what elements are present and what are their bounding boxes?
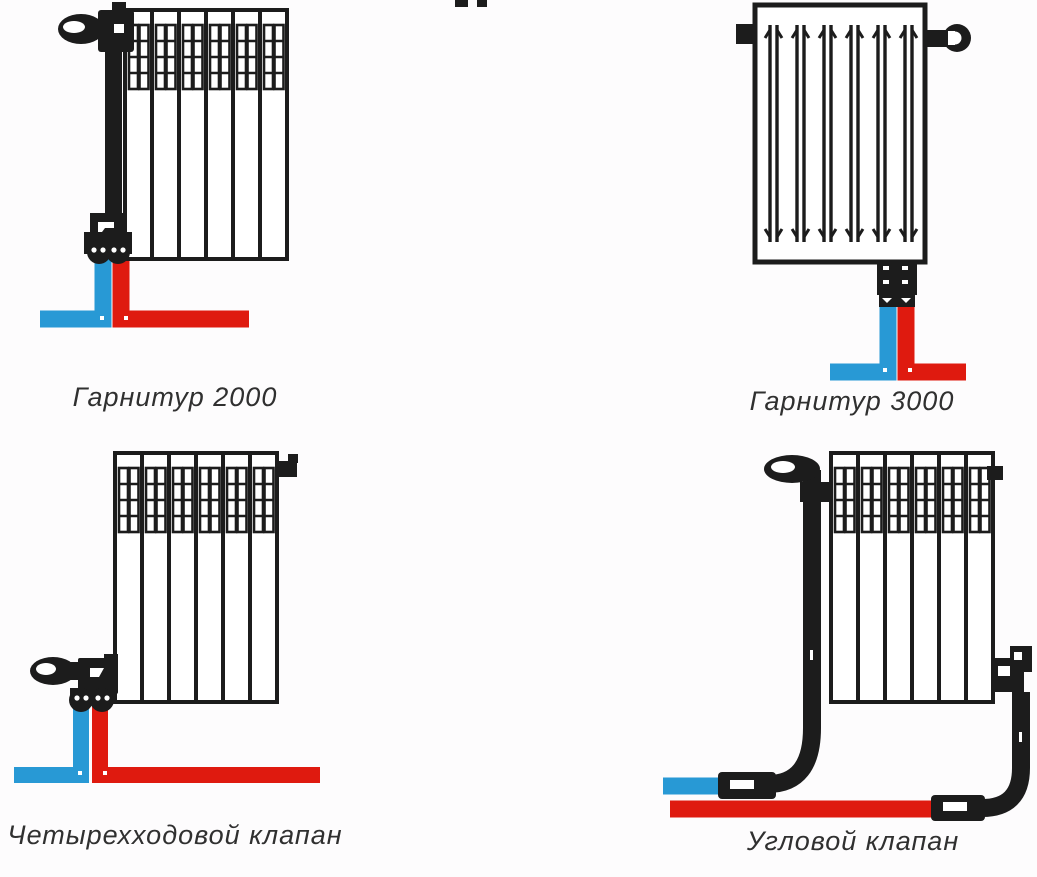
diagram-four-way-valve: Четырехходовой клапан — [0, 440, 400, 877]
return-pipe-blue — [14, 706, 89, 783]
title-fragment-mark — [477, 0, 487, 7]
supply-pipe-red — [897, 302, 966, 381]
diagram-label: Четырехходовой клапан — [7, 820, 343, 850]
four-way-valve-icon — [30, 654, 118, 712]
return-pipe-blue — [830, 302, 897, 381]
diagram-label: Гарнитур 3000 — [749, 386, 955, 416]
four-way-valve-drawing — [14, 451, 320, 783]
diagram-label: Гарнитур 2000 — [72, 382, 278, 412]
garnitur-2000-drawing — [40, 2, 289, 328]
bottom-connection-block — [877, 261, 917, 307]
supply-pipe-red — [112, 252, 249, 328]
return-pipe-blue — [40, 252, 112, 328]
radiator-plug-icon — [279, 454, 298, 477]
left-riser-pipe — [767, 500, 821, 793]
radiator-plug-icon — [987, 466, 1003, 480]
valve-handle-icon — [923, 24, 971, 52]
right-drop-pipe — [981, 692, 1030, 817]
panel-radiator — [752, 2, 928, 265]
diagram-label: Угловой клапан — [746, 826, 960, 856]
sectional-radiator — [829, 451, 995, 704]
bottom-valve-block — [84, 213, 132, 264]
garnitur-3000-drawing — [736, 2, 971, 381]
angle-valve-icon — [992, 646, 1032, 692]
air-vent-fitting-icon — [736, 24, 756, 44]
diagram-angle-valve: Угловой клапан — [640, 440, 1037, 877]
thermostatic-valve-icon — [764, 455, 832, 502]
pipe-coupling-fitting — [718, 772, 776, 799]
thermostatic-valve-icon — [58, 2, 134, 52]
connection-riser-pipe — [105, 50, 122, 217]
supply-pipe-red — [92, 706, 320, 783]
diagram-garnitur-2000: Гарнитур 2000 — [0, 0, 350, 430]
angle-valve-drawing — [663, 451, 1032, 821]
pipe-coupling-fitting — [931, 795, 985, 821]
diagram-garnitur-3000: Гарнитур 3000 — [640, 0, 1037, 430]
title-fragment-mark — [455, 0, 468, 7]
sectional-radiator — [113, 451, 279, 704]
sectional-radiator — [123, 8, 289, 261]
